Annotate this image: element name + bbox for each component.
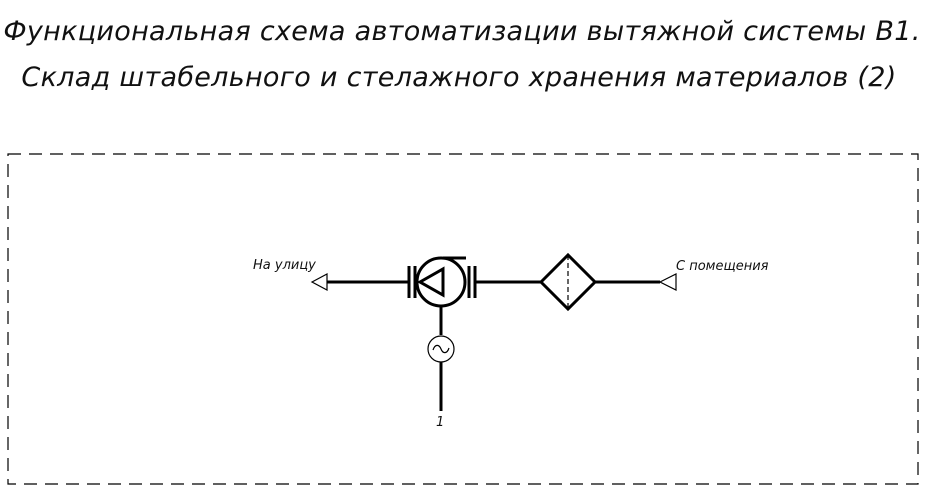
motor-icon	[427, 335, 455, 363]
outlet-arrow	[310, 273, 328, 291]
title-line-2: Склад штабельного и стелажного хранения …	[21, 62, 896, 93]
filter-icon	[538, 252, 598, 312]
inlet-arrow	[658, 273, 677, 291]
inlet-label: С помещения	[676, 259, 769, 274]
flexible-connector-right	[467, 266, 477, 298]
motor-number-label: 1	[436, 415, 444, 430]
outlet-label: На улицу	[253, 258, 316, 273]
system-boundary	[7, 153, 919, 485]
flexible-connector-left	[407, 266, 417, 298]
fan-icon	[415, 256, 467, 308]
title-line-1: Функциональная схема автоматизации вытяж…	[3, 16, 920, 47]
